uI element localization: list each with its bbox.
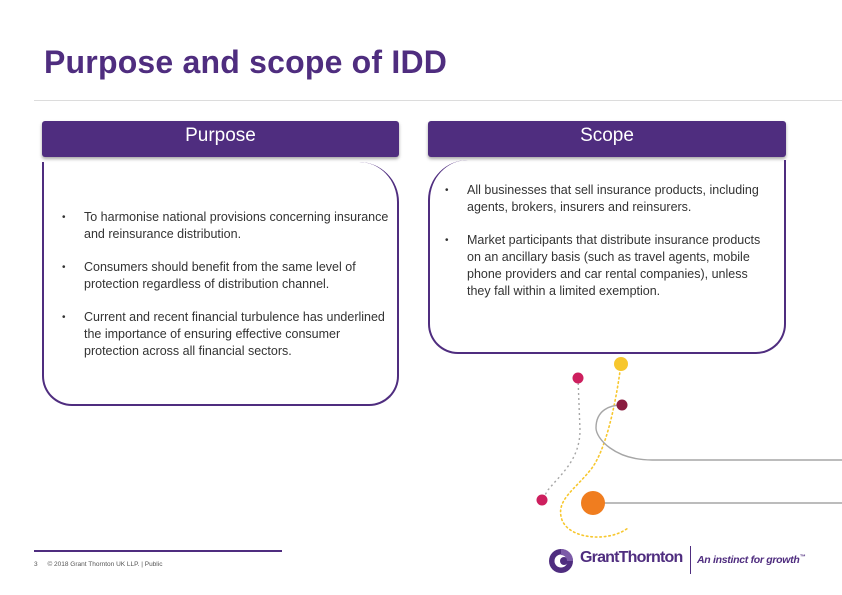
decorative-connector-graphic [536,357,842,538]
purpose-header-label: Purpose [185,125,256,146]
logo-mark-icon [549,549,573,573]
scope-item: •All businesses that sell insurance prod… [445,183,759,214]
footer: 3 © 2018 Grant Thornton UK LLP. | Public [34,561,162,568]
decorative-yellow-dot [614,357,628,371]
footer-divider [34,550,282,552]
decorative-orange-dot [581,491,605,515]
scope-item: •Market participants that distribute ins… [445,233,761,298]
slide-title: Purpose and scope of IDD [44,44,448,80]
purpose-list: •To harmonise national provisions concer… [62,209,389,376]
logo-wordmark: GrantThornton [580,549,683,566]
scope-header-label: Scope [580,125,634,146]
bullet-icon: • [62,212,66,223]
bullet-icon: • [62,312,66,323]
copyright-text: © 2018 Grant Thornton UK LLP. | Public [47,561,163,568]
decorative-yellow-dotted-line [559,363,629,538]
purpose-panel [42,162,399,406]
purpose-item: •Consumers should benefit from the same … [62,260,356,291]
decorative-magenta-dot [536,494,548,506]
decorative-magenta-dot [572,372,584,384]
decorative-maroon-dot [616,399,628,411]
bullet-icon: • [62,262,66,273]
logo-divider [690,546,691,574]
logo-tagline: An instinct for growth™ [697,554,806,566]
scope-header-bar: Scope [428,121,786,157]
decorative-grey-dashed-line [541,377,581,501]
decorative-grey-arc-line [595,404,842,461]
title-divider [34,100,842,101]
grant-thornton-logo: GrantThornton An instinct for growth™ [548,544,842,578]
scope-list: •All businesses that sell insurance prod… [445,182,767,316]
purpose-header-bar: Purpose [42,121,399,157]
purpose-item: •Current and recent financial turbulence… [62,310,385,358]
bullet-icon: • [445,185,449,196]
purpose-item: •To harmonise national provisions concer… [62,210,389,241]
bullet-icon: • [445,235,449,246]
scope-panel [428,160,786,354]
page-number: 3 [34,561,38,568]
trademark-mark: ™ [799,554,806,561]
